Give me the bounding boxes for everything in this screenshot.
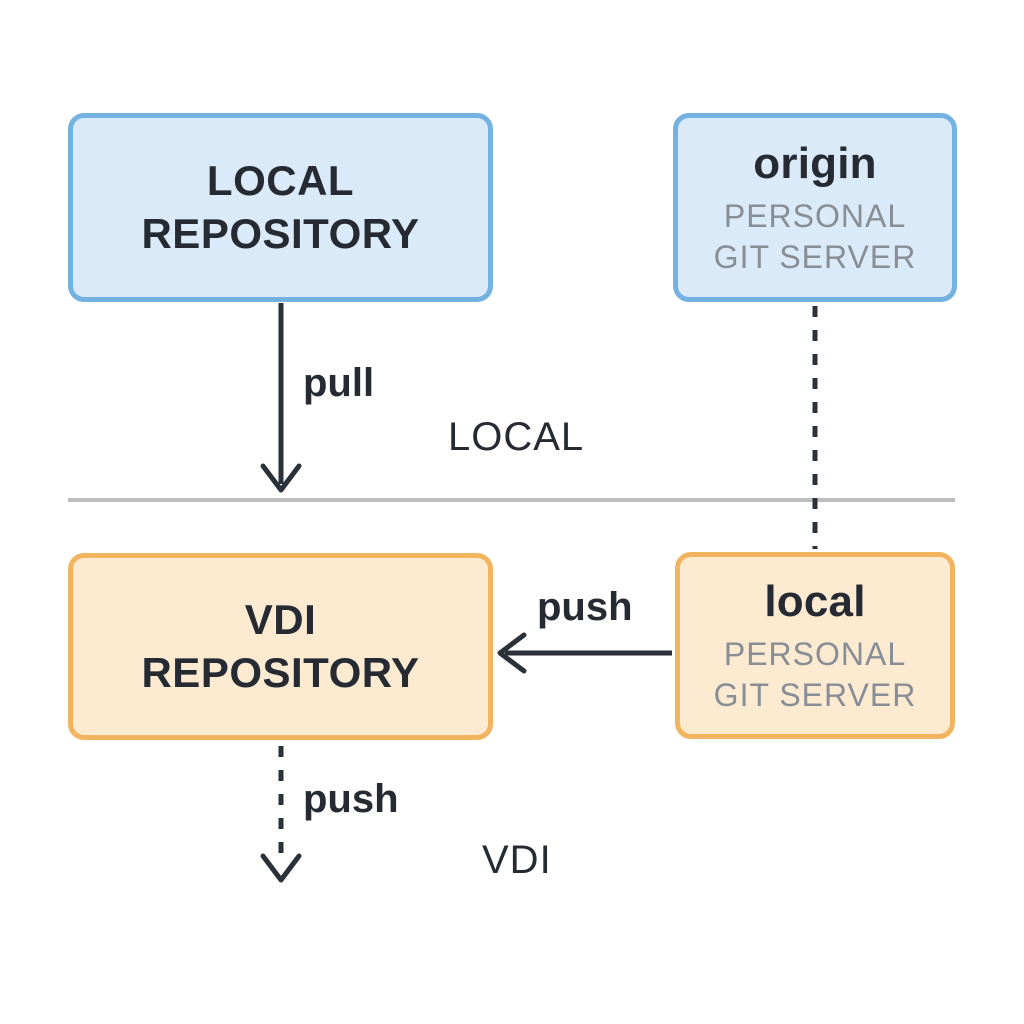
local-server-title: local bbox=[764, 577, 866, 627]
local-zone-label: LOCAL bbox=[448, 415, 585, 459]
origin-server-box: origin PERSONAL GIT SERVER bbox=[673, 113, 957, 302]
local-server-subtitle: PERSONAL GIT SERVER bbox=[713, 635, 917, 713]
vdi-repository-title: VDI REPOSITORY bbox=[141, 596, 420, 696]
origin-server-title: origin bbox=[753, 139, 877, 189]
vdi-repository-box: VDI REPOSITORY bbox=[68, 553, 493, 740]
pull-edge-label: pull bbox=[303, 361, 375, 405]
local-repository-box: LOCAL REPOSITORY bbox=[68, 113, 493, 302]
push-down-edge-label: push bbox=[303, 777, 399, 821]
origin-server-subtitle: PERSONAL GIT SERVER bbox=[713, 197, 917, 275]
push-edge-label: push bbox=[537, 585, 633, 629]
local-server-box: local PERSONAL GIT SERVER bbox=[675, 552, 955, 739]
vdi-push-arrowhead-icon bbox=[260, 853, 302, 883]
local-repository-title: LOCAL REPOSITORY bbox=[141, 157, 420, 257]
push-arrowhead-icon bbox=[497, 632, 527, 674]
vdi-zone-label: VDI bbox=[482, 838, 552, 882]
pull-arrowhead-icon bbox=[260, 463, 302, 493]
